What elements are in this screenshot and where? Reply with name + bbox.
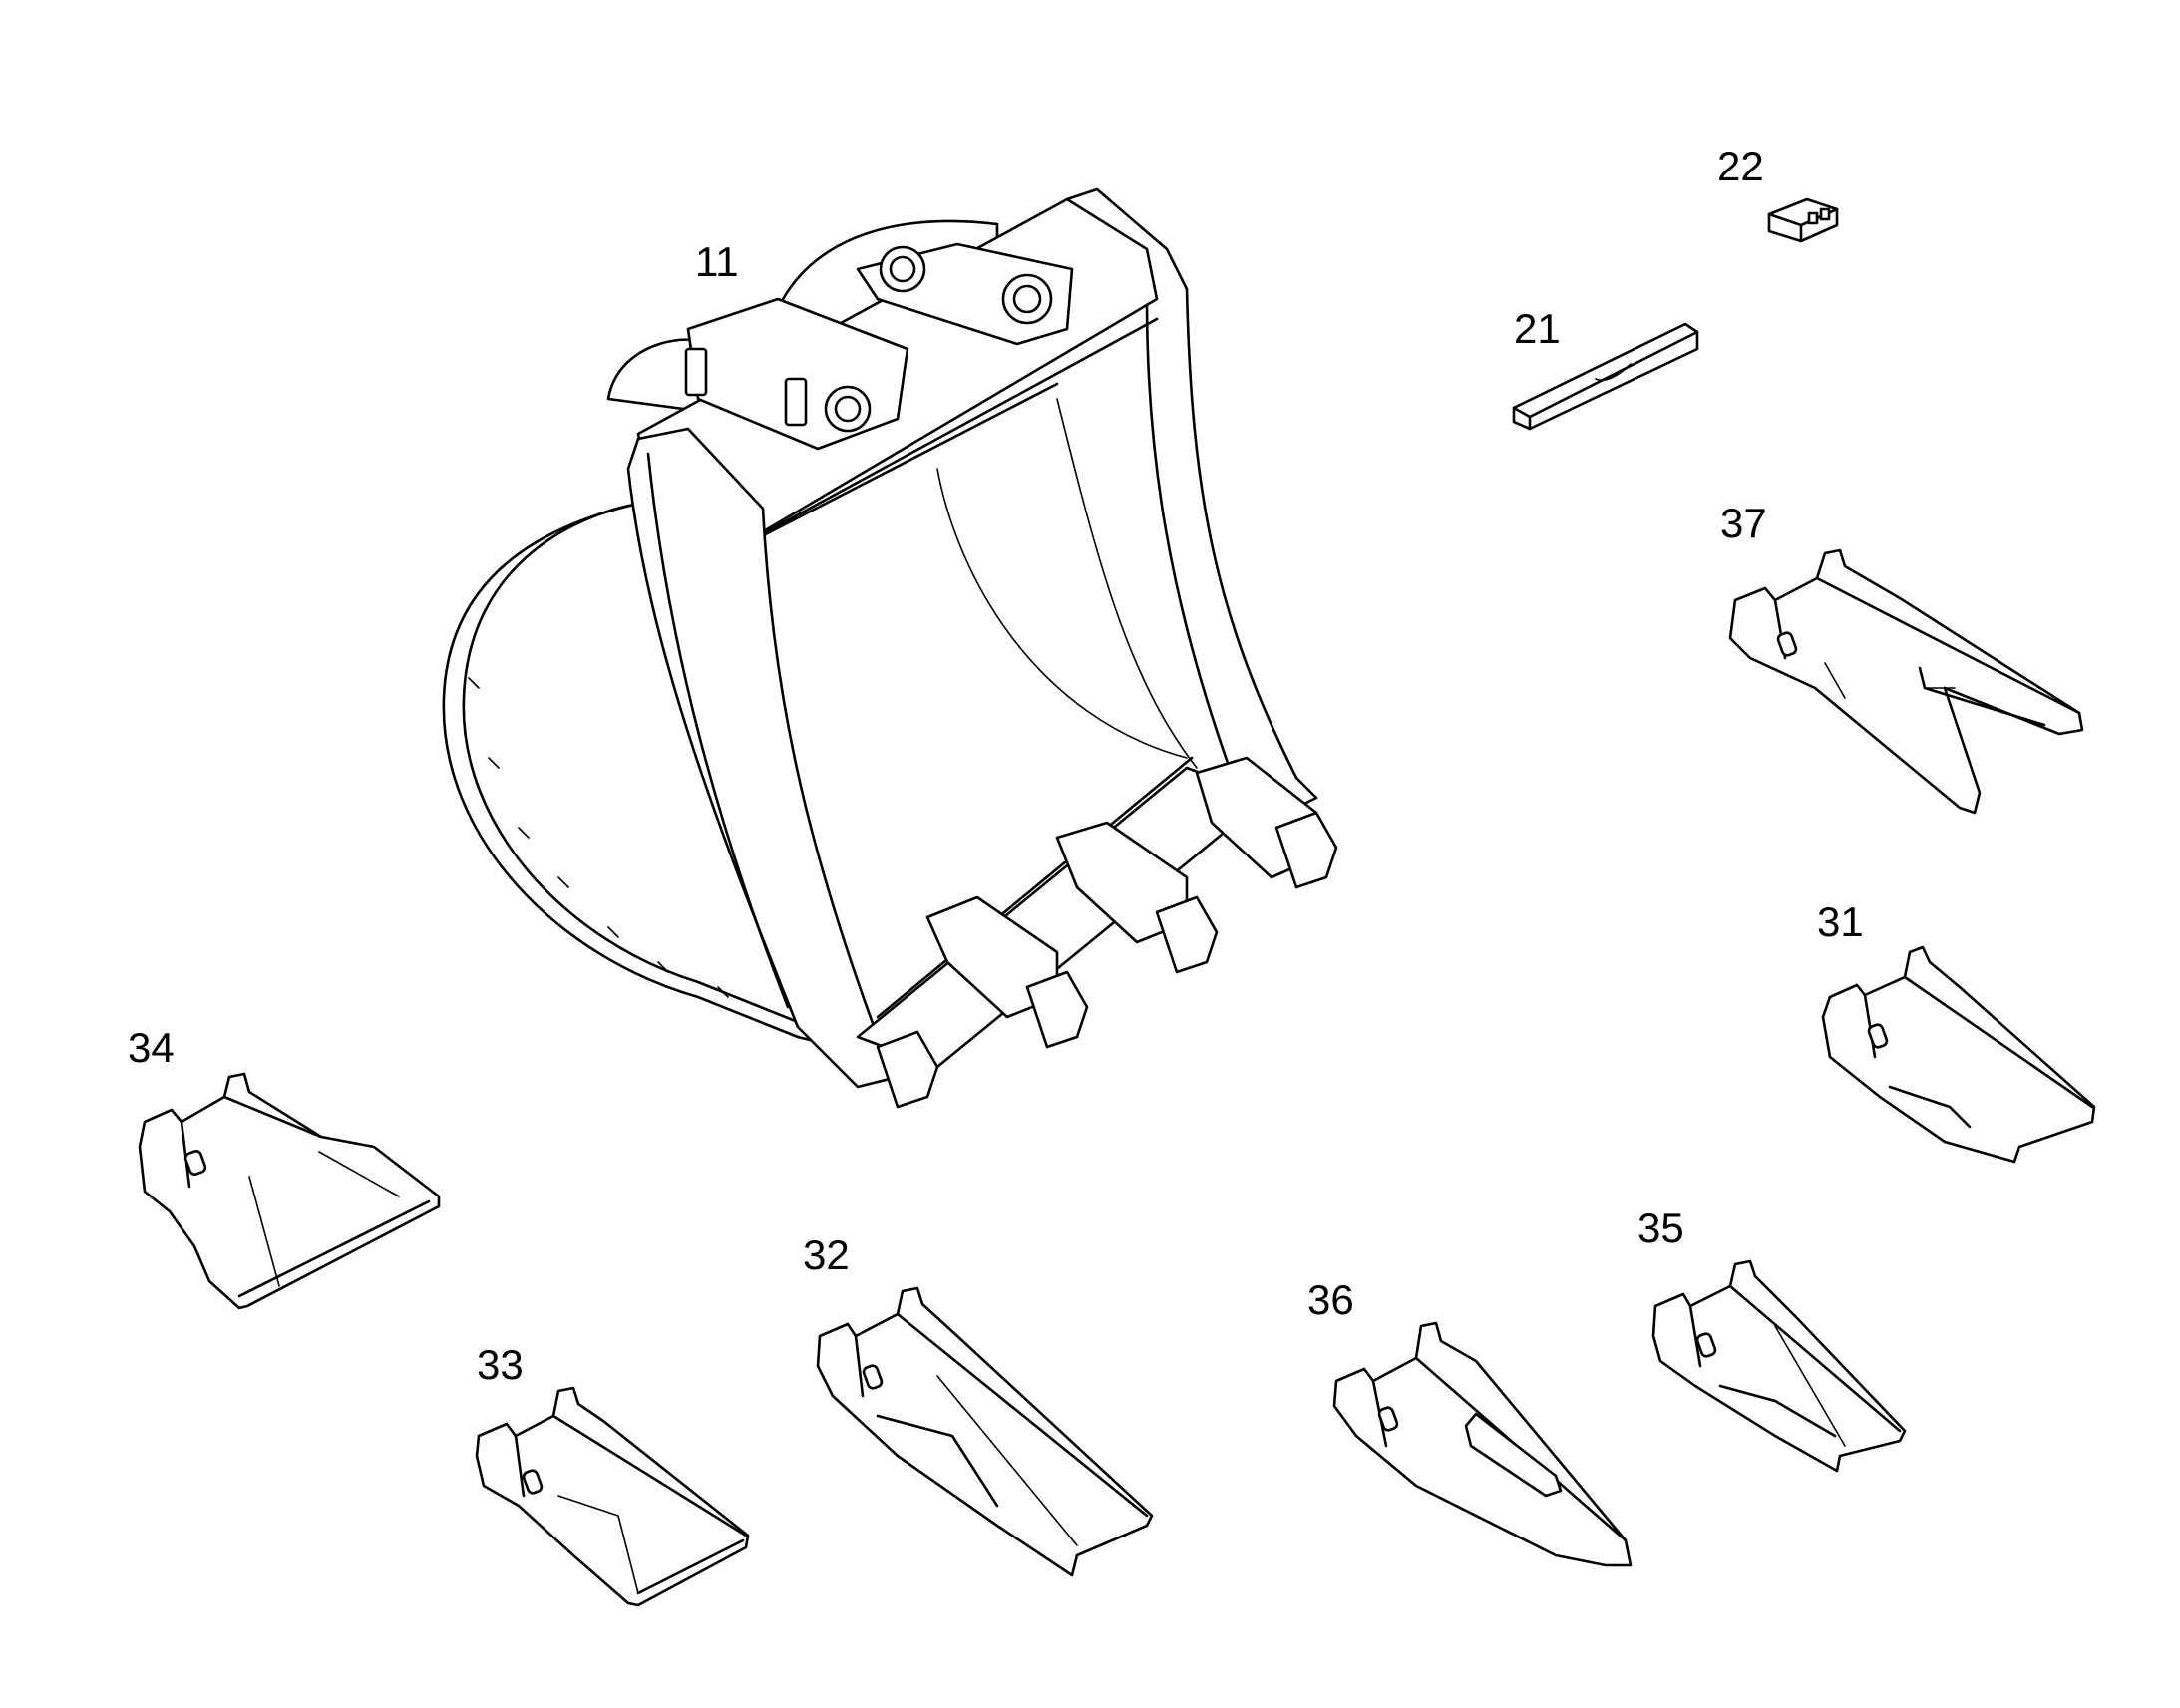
bar-drawing[interactable] xyxy=(1512,322,1699,431)
tooth-36-drawing[interactable] xyxy=(1332,1321,1633,1567)
tooth-33-drawing[interactable] xyxy=(475,1386,750,1607)
tooth-32-drawing[interactable] xyxy=(816,1286,1154,1577)
tooth-31-drawing[interactable] xyxy=(1821,945,2096,1164)
label-35[interactable]: 35 xyxy=(1637,1204,1684,1251)
label-37[interactable]: 37 xyxy=(1720,500,1767,546)
label-32[interactable]: 32 xyxy=(803,1231,850,1278)
label-11[interactable]: 11 xyxy=(695,238,739,285)
label-22[interactable]: 22 xyxy=(1717,143,1764,189)
label-33[interactable]: 33 xyxy=(477,1341,524,1388)
label-36[interactable]: 36 xyxy=(1307,1276,1354,1323)
bucket-drawing[interactable] xyxy=(442,187,1338,1109)
label-21[interactable]: 21 xyxy=(1514,305,1561,352)
tooth-35-drawing[interactable] xyxy=(1651,1259,1907,1473)
tooth-34-drawing[interactable] xyxy=(138,1072,441,1310)
small-block-drawing[interactable] xyxy=(1767,197,1839,243)
tooth-37-drawing[interactable] xyxy=(1728,548,2084,815)
label-31[interactable]: 31 xyxy=(1817,898,1864,945)
label-34[interactable]: 34 xyxy=(128,1024,175,1071)
